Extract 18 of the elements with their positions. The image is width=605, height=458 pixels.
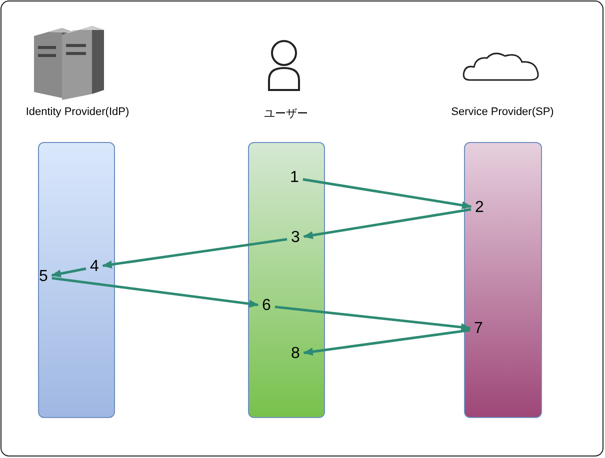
arrow [52,276,259,308]
lifeline-title: ユーザー [263,107,309,121]
lifeline-title: Identity Provider(IdP) [24,106,130,118]
step-number: 5 [39,268,48,286]
step-number: 1 [290,169,299,187]
arrow [102,238,288,268]
lifeline-title: Service Provider(SP) [450,106,555,118]
arrow [302,208,472,240]
arrow [274,306,471,332]
step-number: 6 [262,297,271,315]
arrow [302,328,470,356]
step-number: 8 [291,345,300,363]
arrow [50,267,86,278]
step-number: 2 [475,199,484,217]
step-number: 3 [291,229,300,247]
step-number: 4 [90,258,99,276]
step-number: 7 [474,320,483,338]
arrow [302,178,472,210]
